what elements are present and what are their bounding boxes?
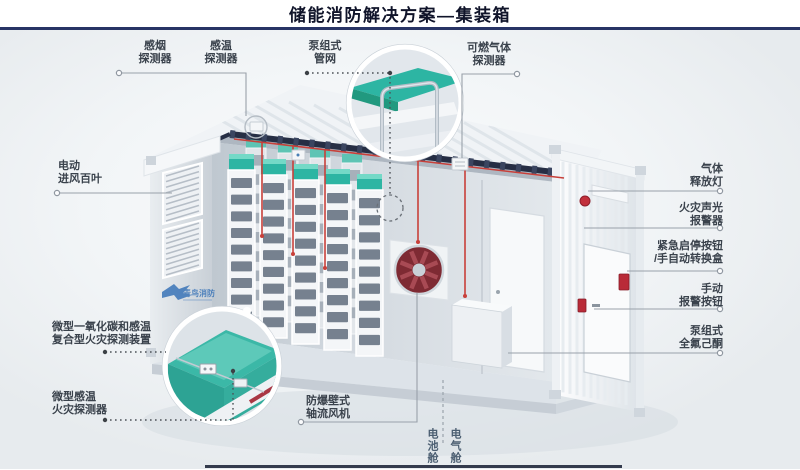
page-title: 储能消防解决方案—集装箱 — [289, 6, 511, 25]
exterior-door — [583, 243, 631, 383]
label-co-composite-detector: 微型一氧化碳和感温复合型火灾探测装置 — [52, 321, 151, 346]
right-end-wall — [549, 145, 646, 417]
bird-logo-icon — [162, 284, 192, 300]
suppression-agent-cabinet — [451, 299, 512, 369]
bottom-rule — [205, 465, 622, 468]
label-perfluorohexanone: 泵组式全氟己酮 — [679, 325, 723, 350]
label-smoke-detector: 感烟探测器 — [138, 40, 172, 65]
axial-fan — [389, 239, 449, 301]
label-gas-detector: 可燃气体探测器 — [467, 42, 511, 67]
ceiling-detector-icon — [249, 121, 264, 132]
label-emergency-stop: 紧急启停按钮/手自动转换盒 — [653, 240, 723, 265]
label-sound-light-alarm: 火灾声光报警器 — [679, 202, 723, 227]
gas-release-lamp-icon — [579, 195, 591, 207]
battery-racks-front-row — [227, 154, 384, 357]
label-battery-compartment: 电池舱 — [426, 428, 438, 464]
air-intake-louver — [162, 161, 203, 280]
callout-pipe-network — [345, 43, 465, 163]
dotted-leader-lines — [102, 70, 404, 423]
label-manual-alarm: 手动报警按钮 — [679, 283, 723, 308]
brand-logo: 青鸟消防 — [162, 284, 215, 301]
leader-lines — [53, 69, 724, 426]
container-illustration: 青鸟消防 — [53, 43, 724, 456]
manual-alarm-button-icon — [577, 298, 587, 313]
label-axial-fan: 防爆壁式轴流风机 — [306, 395, 350, 420]
micro-detector-icon — [199, 363, 217, 375]
label-temp-detector: 感温探测器 — [204, 40, 238, 65]
door-handle-icon — [592, 304, 600, 307]
left-end-wall — [143, 135, 221, 364]
callout-micro-detectors — [161, 305, 283, 427]
gas-detector-icon — [451, 157, 469, 171]
title-bar: 储能消防解决方案—集装箱 — [0, 0, 800, 30]
label-pump-pipe-network: 泵组式管网 — [308, 40, 342, 65]
fan-blades-icon — [399, 250, 439, 290]
brand-logo-text: 青鸟消防 — [183, 288, 215, 298]
label-electrical-compartment: 电气舱 — [449, 428, 461, 464]
door-handle-icon — [496, 290, 500, 294]
sign-plate — [591, 184, 629, 204]
label-micro-temp-detector: 微型感温火灾探测器 — [52, 391, 107, 416]
label-intake-louver: 电动进风百叶 — [58, 160, 102, 185]
label-gas-release-lamp: 气体释放灯 — [690, 163, 723, 188]
detectors — [244, 115, 469, 171]
micro-detector-icon — [233, 378, 248, 388]
emergency-stop-box-icon — [618, 273, 630, 291]
